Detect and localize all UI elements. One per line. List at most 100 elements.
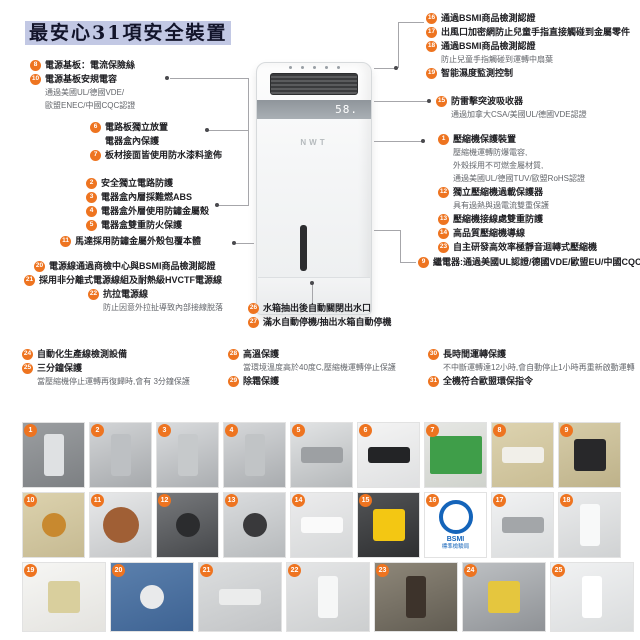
photo-relay-photo: 9 (558, 422, 621, 488)
photo-cord-connector-photo: 14 (290, 492, 353, 558)
photo-electric-box-inner-photo: 3 (156, 422, 219, 488)
photo-number-badge: 21 (200, 564, 213, 577)
photo-subject-shape (573, 439, 606, 471)
photo-subject-shape (300, 447, 343, 463)
item-number-badge: 24 (22, 349, 33, 360)
annotation-item-label: 抗拉電源線 (103, 289, 149, 299)
item-number-badge: 14 (438, 228, 449, 239)
photo-electric-box-outer-photo: 4 (223, 422, 286, 488)
item-number-badge: 13 (438, 214, 449, 225)
item-number-badge: 2 (86, 178, 97, 189)
photo-surge-absorber-photo: 15 (357, 492, 420, 558)
photo-number-badge: 14 (292, 494, 305, 507)
photo-automated-test-equipment-photo: 24 (462, 562, 546, 632)
item-number-badge: 4 (86, 206, 97, 217)
annotation-item-subtext: 外殼採用不可燃金屬材質, (453, 161, 544, 170)
item-number-badge: 21 (24, 275, 35, 286)
annotation-item-label: 水箱抽出後自動關閉出水口 (263, 303, 372, 313)
item-number-badge: 20 (34, 261, 45, 272)
photo-subject-shape (318, 576, 338, 618)
annotation-item-label: 壓縮機接線處雙重防護 (453, 214, 544, 224)
item-number-badge: 30 (428, 349, 439, 360)
photo-number-badge: 25 (552, 564, 565, 577)
item-number-badge: 27 (248, 317, 259, 328)
connector-dot (427, 99, 431, 103)
annotation-item-subtext: 通過美國UL/德國TUV/歐盟RoHS認證 (453, 174, 586, 183)
photo-subject-shape (501, 447, 544, 463)
photo-subject-shape (177, 434, 198, 476)
photo-subject-shape (488, 581, 520, 613)
photo-subject-shape (140, 585, 164, 609)
annotation-item-label: 電源線通過商檢中心與BSMI商品檢測認證 (49, 261, 216, 271)
photo-subject-shape (300, 517, 343, 533)
bsmi-logo-subtext: 標準檢驗局 (441, 543, 470, 550)
annotation-item-label: 高溫保護 (243, 349, 280, 359)
dehumidifier-product-image: 58. NWT (256, 62, 372, 315)
connector-line (398, 22, 399, 68)
item-number-badge: 6 (90, 122, 101, 133)
annotation-item-subtext: 當壓縮機停止運轉再復歸時,會有 3分鐘保護 (37, 377, 190, 386)
connector-line (400, 262, 416, 263)
connector-line (374, 101, 430, 102)
photo-number-badge: 6 (359, 424, 372, 437)
annotation-item-label: 電源基板安規電容 (45, 74, 118, 84)
annotation-item-label: 防雷擊突波吸收器 (451, 96, 524, 106)
connector-line (374, 68, 398, 69)
photo-subject-shape (244, 434, 265, 476)
connector-line (398, 22, 424, 23)
photo-explosion-proof-capacitor-photo: 1 (22, 422, 85, 488)
annotation-item-label: 出風口加密網防止兒童手指直接觸碰到金屬零件 (441, 27, 631, 37)
photo-subject-shape (367, 447, 410, 463)
photo-subject-shape (219, 589, 261, 605)
photo-safety-capacitor-photo: 10 (22, 492, 85, 558)
photo-humidity-sensor-board-photo: 19 (22, 562, 106, 632)
annotation-item-label: 電器盒外層使用防鏽金屬殼 (101, 206, 210, 216)
photo-number-badge: 8 (493, 424, 506, 437)
photo-subject-shape (501, 517, 544, 533)
connector-dot (205, 128, 209, 132)
annotation-item-subtext: 歐盟ENEC/中國CQC認證 (45, 101, 136, 110)
photo-subject-shape (242, 513, 267, 537)
water-level-window (300, 225, 307, 271)
item-number-badge: 8 (30, 60, 41, 71)
item-number-badge: 25 (22, 363, 33, 374)
photo-rotary-compressor-photo: 23 (374, 562, 458, 632)
connector-line (208, 130, 248, 131)
photo-fan-guard-grid-photo: 18 (558, 492, 621, 558)
connector-line (400, 230, 401, 262)
annotation-item-label: 通過BSMI商品檢測認證 (441, 13, 536, 23)
annotation-item: 20 電源線通過商檢中心與BSMI商品檢測認證 (34, 261, 223, 272)
photo-green-pcb-photo: 7 (424, 422, 487, 488)
annotation-item: 電器盒內保護 (90, 136, 222, 147)
bsmi-logo-text: BSMI (446, 535, 465, 543)
annotation-item-label: 自動化生產線檢測設備 (37, 349, 128, 359)
photo-fuse-on-pcb-photo: 8 (491, 422, 554, 488)
annotation-item-label: 電器盒內層採難燃ABS (101, 192, 193, 202)
humidity-display: 58. (257, 100, 371, 119)
photo-number-badge: 18 (560, 494, 573, 507)
photo-subject-shape (429, 436, 482, 474)
photo-subject-shape (102, 507, 139, 543)
item-number-badge: 31 (428, 376, 439, 387)
photo-subject-shape (372, 509, 405, 541)
photo-subject-shape (582, 576, 602, 618)
item-number-badge: 10 (30, 74, 41, 85)
